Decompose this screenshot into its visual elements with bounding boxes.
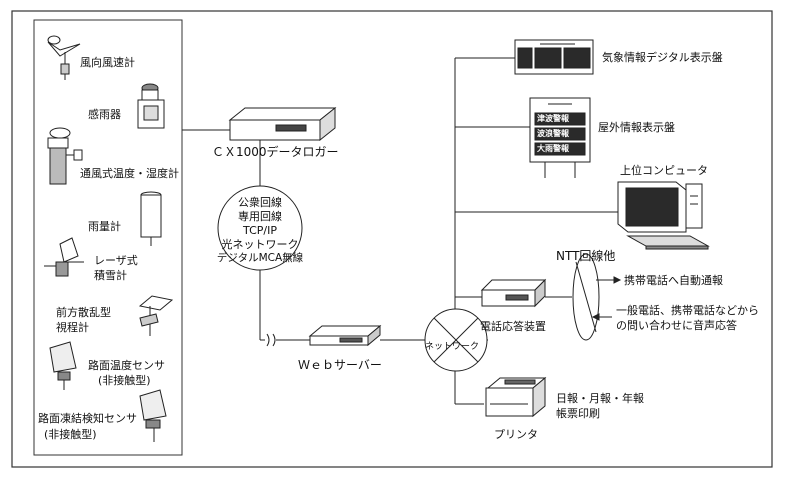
label-thermo-hygrometer: 通風式温度・湿度計 [80,167,179,180]
arrows [591,276,622,321]
phone-answering-device [480,278,547,308]
outer-frame [11,10,773,468]
label-tcpip: TCP/IP [243,224,277,237]
label-visibility-2: 視程計 [56,321,89,334]
web-server-device [308,324,382,347]
ntt-ellipse [572,253,600,341]
anemometer-icon [47,35,81,80]
outdoor-row-1: 津波警報 [537,114,569,123]
label-inquiry-1: 一般電話、携帯電話などから [616,304,759,317]
label-phone-system: 電話応答装置 [480,320,546,333]
weather-display-board [514,39,594,75]
label-digital-mca: デジタルMCA無線 [216,252,304,264]
sensor-group-box [33,19,183,456]
label-data-logger: ＣＸ1000データロガー [212,145,339,159]
label-snow-gauge-1: レーザ式 [94,254,138,267]
thermo-hygrometer-icon [47,127,83,185]
label-road-temp-1: 路面温度センサ [88,359,165,372]
label-road-temp-2: (非接触型) [98,374,151,387]
label-outdoor-display: 屋外情報表示盤 [598,121,675,134]
label-web-server: Ｗｅｂサーバー [298,358,382,372]
label-public-line: 公衆回線 [238,196,282,209]
label-snow-gauge-2: 積雪計 [94,269,127,282]
label-network: ネットワーク [425,342,480,352]
label-optical-network: 光ネットワーク [221,238,299,251]
outdoor-row-2: 波浪警報 [537,129,569,138]
outdoor-display-board [529,97,591,178]
label-auto-call: 携帯電話へ自動通報 [624,274,723,287]
line-break-symbol [260,333,282,347]
communication-circle [217,185,303,271]
label-rain-detector: 感雨器 [88,108,121,121]
label-reports-1: 日報・月報・年報 [556,392,644,405]
visibility-meter-icon [138,295,174,336]
label-ntt: NTT回線他 [556,249,616,263]
outdoor-row-3: 大雨警報 [537,144,569,153]
label-road-freeze-1: 路面凍結検知センサ [38,412,137,425]
label-rain-gauge: 雨量計 [88,220,121,233]
label-weather-display: 気象情報デジタル表示盤 [602,51,723,64]
label-dedicated-line: 専用回線 [238,210,282,223]
host-computer [617,181,710,250]
label-road-freeze-2: (非接触型) [44,428,97,441]
label-printer: プリンタ [494,428,538,441]
label-host-computer: 上位コンピュータ [620,164,708,177]
label-anemometer: 風向風速計 [80,56,135,69]
rain-detector-icon [137,83,165,129]
rain-gauge-icon [140,191,162,246]
printer-device [485,376,547,418]
label-inquiry-2: の問い合わせに音声応答 [616,319,737,332]
label-reports-2: 帳票印刷 [556,407,600,420]
snow-gauge-icon [44,237,84,277]
data-logger-device [228,106,337,142]
road-temp-sensor-icon [49,341,77,390]
label-visibility-1: 前方散乱型 [56,306,111,319]
road-freeze-sensor-icon [139,389,167,442]
connection-lines [182,57,620,405]
network-node [424,308,488,372]
